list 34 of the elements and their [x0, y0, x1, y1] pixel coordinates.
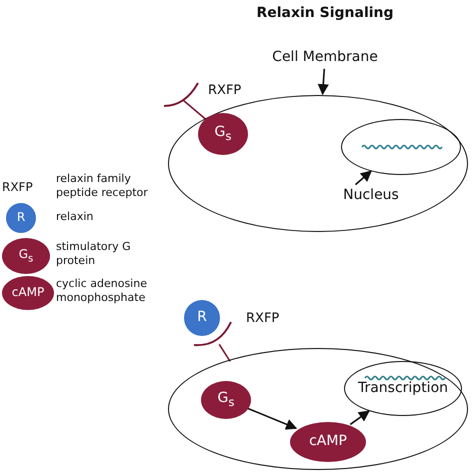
node-label: R: [197, 310, 207, 326]
arrow: [354, 170, 372, 186]
legend-symbol-label: R: [16, 211, 26, 225]
diagram-title: Relaxin Signaling: [255, 6, 395, 22]
relaxin-circle: [184, 300, 220, 336]
node-label: G$_{s}$: [218, 391, 234, 409]
legend-text: stimulatory G protein: [56, 240, 132, 269]
node-label: Transcription: [358, 380, 448, 396]
molecule-ellipse: [201, 381, 251, 419]
receptor-stalk: [182, 100, 207, 120]
molecule-ellipse: [198, 113, 248, 155]
nucleus-outline: [344, 361, 462, 416]
annotation-label: Nucleus: [343, 188, 399, 204]
cell-outline: [168, 95, 468, 232]
legend-text: cyclic adenosine monophosphate: [56, 277, 148, 306]
node-label: cAMP: [309, 434, 347, 450]
receptor-symbol: [163, 82, 199, 108]
receptor-label: RXFP: [208, 84, 242, 98]
legend-symbol-label: cAMP: [12, 286, 44, 300]
node-label: G$_{s}$: [214, 125, 232, 143]
legend-symbol-label: RXFP: [2, 181, 33, 195]
arrow: [248, 408, 298, 430]
arrow: [318, 68, 329, 96]
cell-outline: [168, 348, 468, 470]
receptor-label: RXFP: [246, 312, 280, 326]
legend-text: relaxin family peptide receptor: [56, 172, 149, 201]
annotation-label: Cell Membrane: [272, 50, 378, 66]
arrow: [350, 410, 370, 426]
legend-symbol-label: G$_{s}$: [18, 248, 34, 264]
molecule-ellipse: [290, 422, 366, 462]
nucleus-outline: [341, 119, 461, 175]
legend-text: relaxin: [56, 210, 94, 224]
receptor-symbol: [193, 321, 233, 349]
receptor-stalk: [218, 344, 231, 362]
